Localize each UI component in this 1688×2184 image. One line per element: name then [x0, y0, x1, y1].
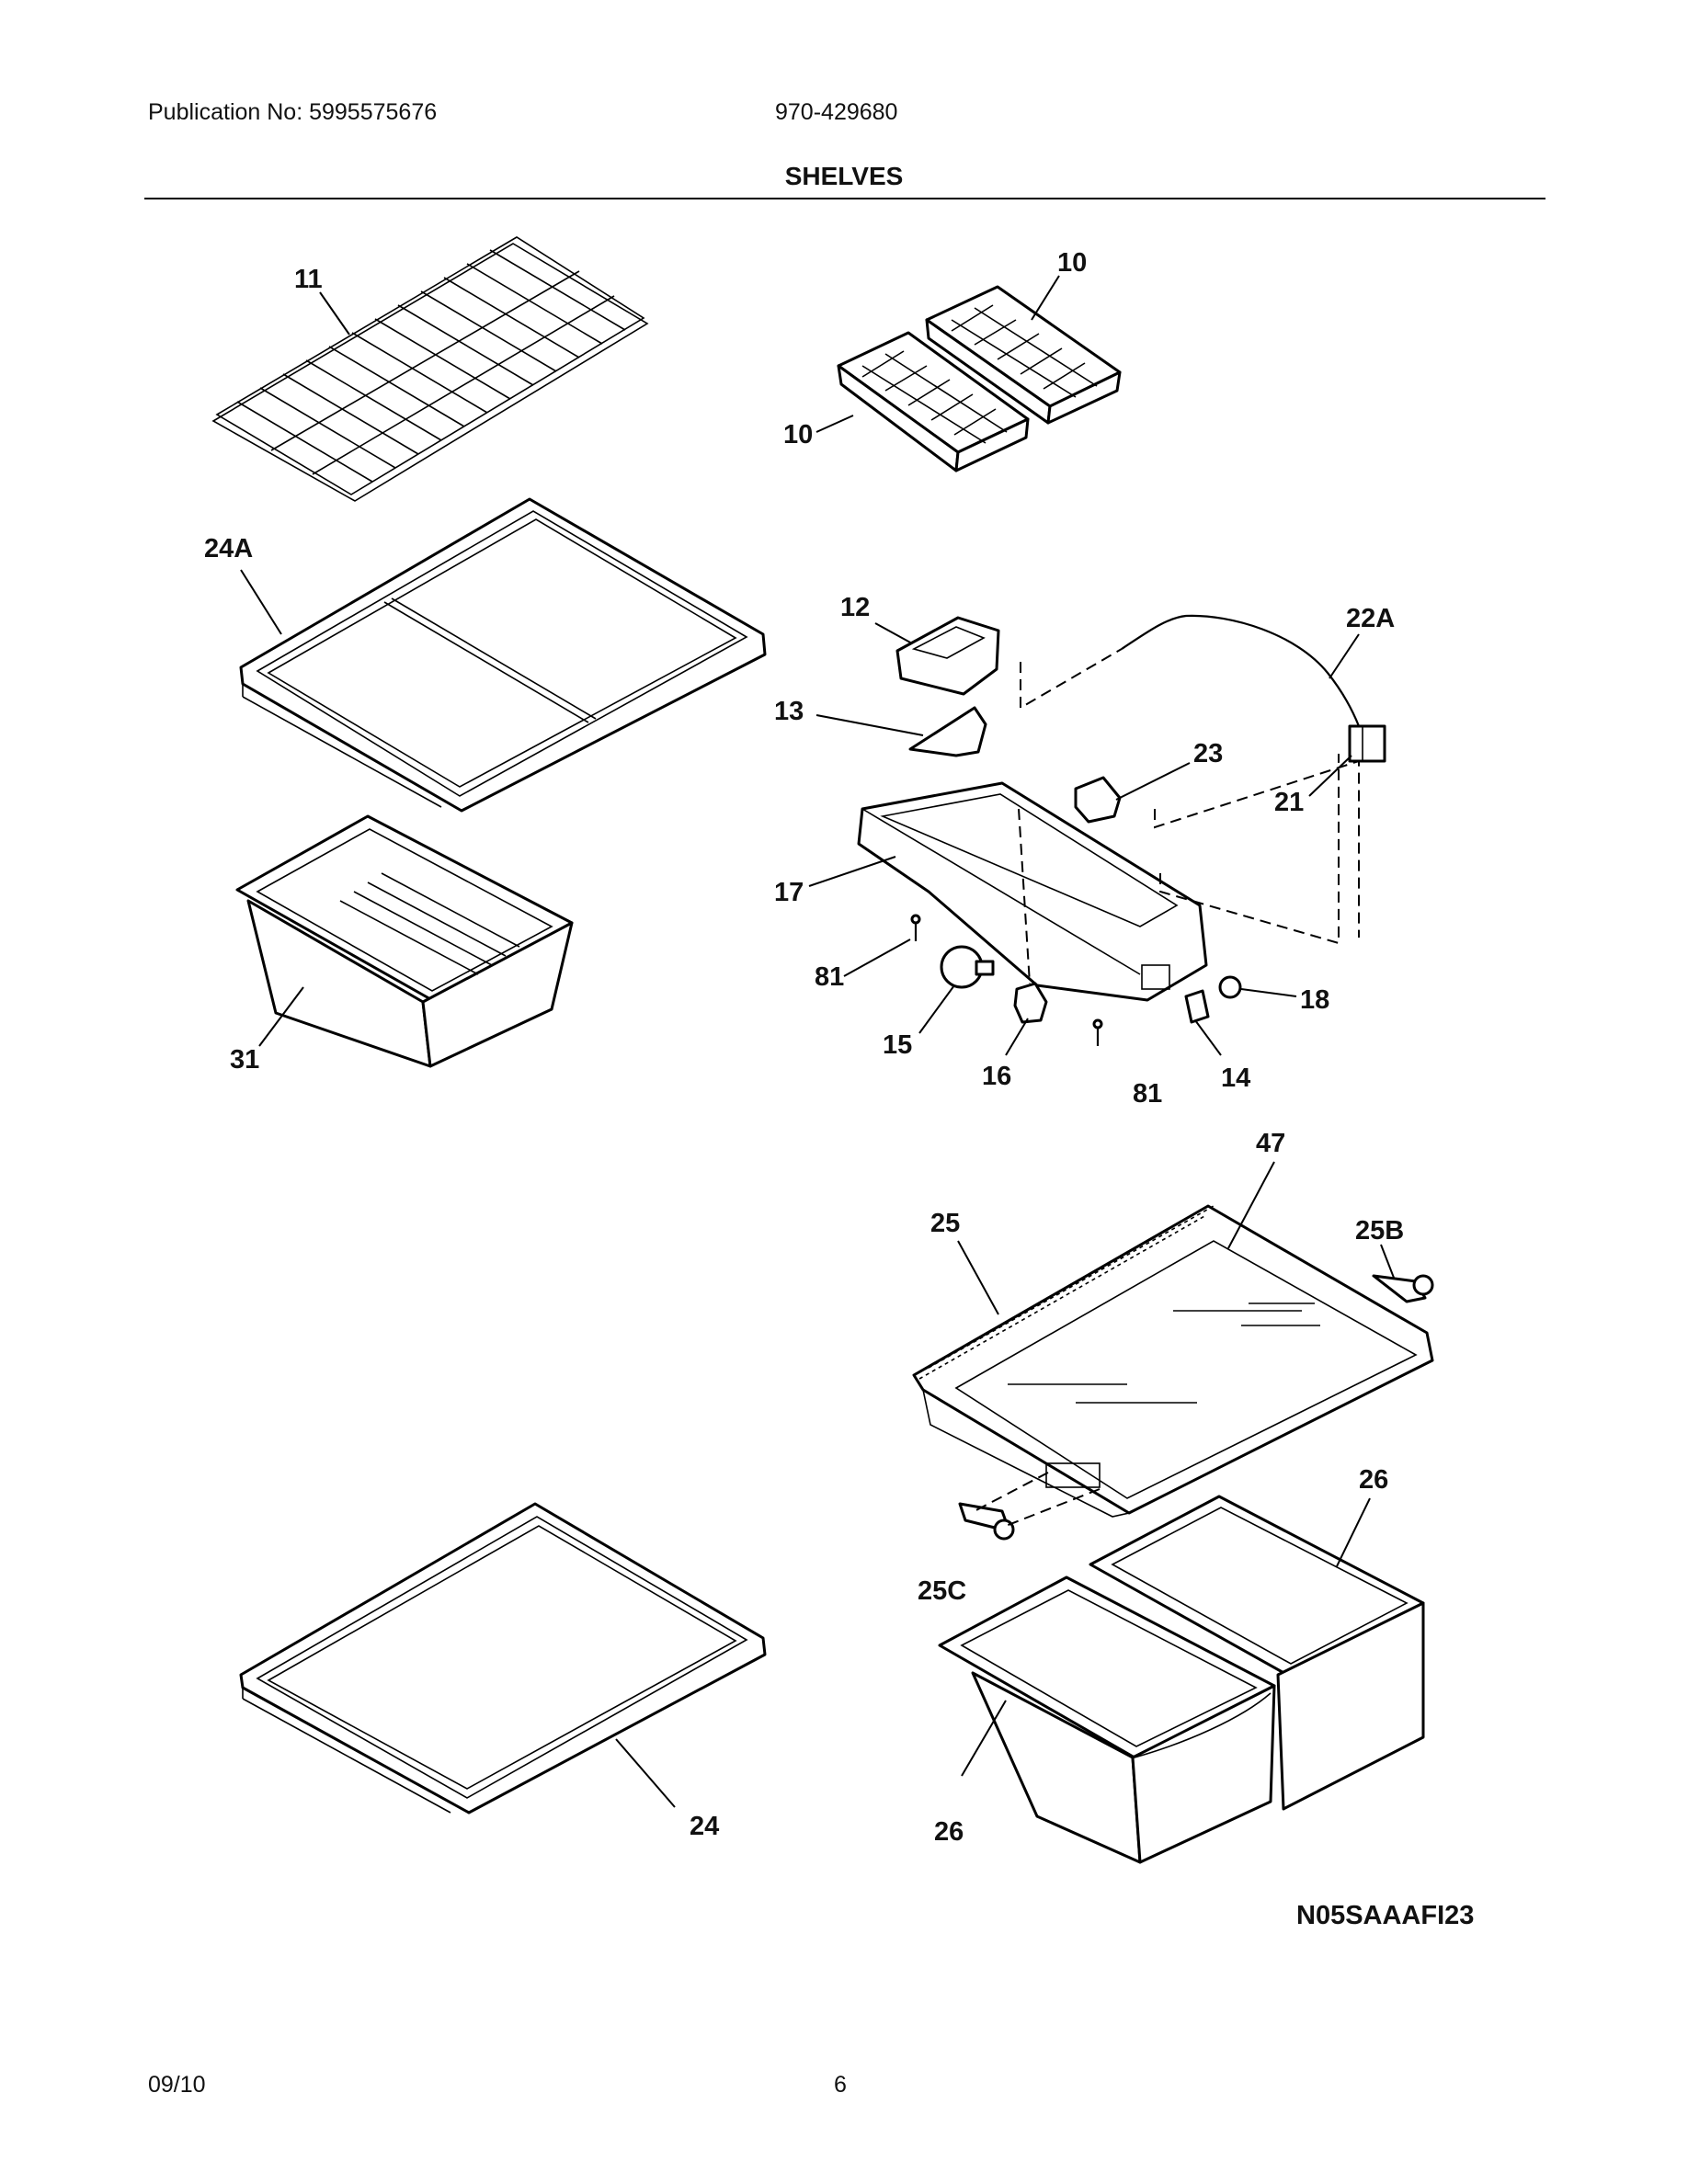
- callout-31: 31: [230, 1045, 259, 1075]
- switch-14: [1184, 989, 1210, 1024]
- support-25C-guide-2: [1005, 1488, 1101, 1527]
- callout-18: 18: [1300, 985, 1329, 1015]
- section-title: SHELVES: [784, 162, 904, 190]
- callout-25B: 25B: [1355, 1216, 1404, 1246]
- header-rule: [144, 198, 1545, 199]
- page-number: 6: [834, 2072, 847, 2098]
- crisper-drawer-26-front: [938, 1575, 1276, 1864]
- light-shield-12: [895, 616, 1000, 696]
- callout-22A: 22A: [1346, 604, 1395, 633]
- capillary-tube-22A: [1121, 614, 1361, 727]
- callout-13: 13: [774, 697, 804, 726]
- callout-12: 12: [840, 593, 870, 622]
- callout-21: 21: [1274, 788, 1304, 817]
- thermostat-21: [1348, 724, 1386, 763]
- callout-25C: 25C: [918, 1576, 966, 1606]
- callout-10-lower: 10: [783, 420, 813, 449]
- footer-date: 09/10: [148, 2072, 206, 2098]
- glass-shelf-24A: [239, 497, 767, 813]
- callout-81-lower: 81: [1133, 1079, 1162, 1109]
- callout-25: 25: [930, 1209, 960, 1238]
- support-25C-guide: [970, 1472, 1049, 1514]
- damper-control-23: [1074, 776, 1122, 824]
- ice-tray-lower-10: [837, 331, 1030, 472]
- callout-23: 23: [1193, 739, 1223, 768]
- screw-81-lower: [1092, 1018, 1103, 1046]
- callout-26-upper: 26: [1359, 1465, 1388, 1495]
- crisper-drawer-26-rear: [1089, 1495, 1425, 1811]
- callout-81-upper: 81: [815, 962, 844, 992]
- assembly-dashed-guides: [1018, 648, 1360, 984]
- glass-shelf-24: [239, 1502, 767, 1814]
- crisper-drawer-31: [235, 814, 574, 1068]
- leader-lines: [240, 275, 1395, 1808]
- wire-shelf-11: [211, 236, 649, 502]
- callout-47: 47: [1256, 1129, 1285, 1158]
- publication-number: Publication No: 5995575676: [148, 99, 438, 125]
- model-number: 970-429680: [775, 99, 898, 125]
- glass-shelf-25: [912, 1204, 1434, 1518]
- callout-14: 14: [1221, 1064, 1250, 1093]
- callout-15: 15: [883, 1030, 912, 1060]
- callout-17: 17: [774, 878, 804, 907]
- diagram-code: N05SAAAFI23: [1296, 1901, 1475, 1930]
- callout-10-upper: 10: [1057, 248, 1087, 278]
- ice-tray-upper-10: [925, 285, 1122, 425]
- callout-16: 16: [982, 1062, 1011, 1091]
- light-housing-17: [857, 781, 1208, 1002]
- screw-81-upper: [910, 914, 921, 941]
- callout-24: 24: [690, 1812, 719, 1841]
- support-25C: [958, 1502, 1015, 1541]
- callout-24A: 24A: [204, 534, 253, 563]
- plunger-18: [1218, 975, 1242, 999]
- bulb-15: [940, 945, 995, 989]
- support-25B: [1372, 1274, 1434, 1303]
- lens-13: [908, 706, 987, 757]
- socket-16: [1013, 982, 1048, 1024]
- callout-11: 11: [294, 265, 323, 294]
- callout-26-lower: 26: [934, 1817, 964, 1847]
